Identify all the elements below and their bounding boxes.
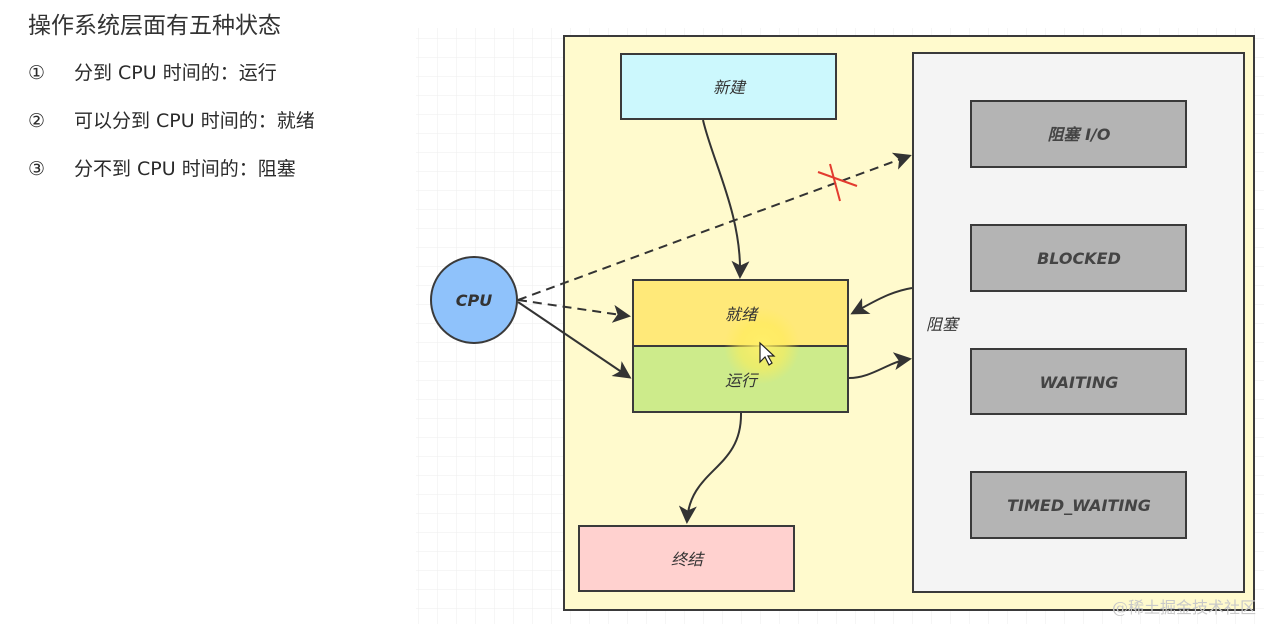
note-number: ① [28,62,46,84]
note-text: 分不到 CPU 时间的：阻塞 [74,158,296,180]
timed-waiting-node [970,471,1187,539]
note-item: ② 可以分到 CPU 时间的：就绪 [28,106,315,133]
ready-label: 就绪 [725,305,760,324]
edge-cpu-to-ready [517,299,631,323]
note-number: ② [28,110,46,132]
cpu-label: CPU [456,291,492,310]
cpu-node [430,256,518,344]
edge-running-to-blocked [848,352,912,379]
terminated-node [578,525,795,592]
edge-running-to-terminated [678,412,743,524]
terminated-label: 终结 [671,550,705,569]
edge-new-to-ready [702,119,750,279]
edge-cpu-to-blocked [517,152,912,301]
notes-title: 操作系统层面有五种状态 [28,13,281,39]
note-text: 分到 CPU 时间的：运行 [74,62,277,84]
blocked-node [970,224,1187,292]
notes-panel: 操作系统层面有五种状态 ① 分到 CPU 时间的：运行 ② 可以分到 CPU 时间的… [0,0,410,624]
waiting-label: WAITING [1040,373,1119,392]
blocked-io-label: 阻塞 I/O [1048,125,1111,144]
timed-waiting-label: TIMED_WAITING [1007,496,1151,515]
new-label: 新建 [713,78,747,97]
edge-blocked-to-ready [850,287,913,315]
forbidden-cross-icon [817,163,858,202]
new-node [620,53,837,120]
waiting-node [970,348,1187,415]
note-number: ③ [28,158,46,180]
edge-cpu-to-running [517,301,632,379]
blocked-io-node [970,100,1187,168]
note-item: ① 分到 CPU 时间的：运行 [28,58,277,85]
running-label: 运行 [725,371,759,390]
note-text: 可以分到 CPU 时间的：就绪 [74,110,315,132]
note-item: ③ 分不到 CPU 时间的：阻塞 [28,154,296,181]
mouse-pointer-icon [759,341,776,366]
watermark: @稀土掘金技术社区 [1111,598,1256,617]
blocked-label: BLOCKED [1037,249,1121,268]
blocked-panel-label: 阻塞 [926,315,960,334]
